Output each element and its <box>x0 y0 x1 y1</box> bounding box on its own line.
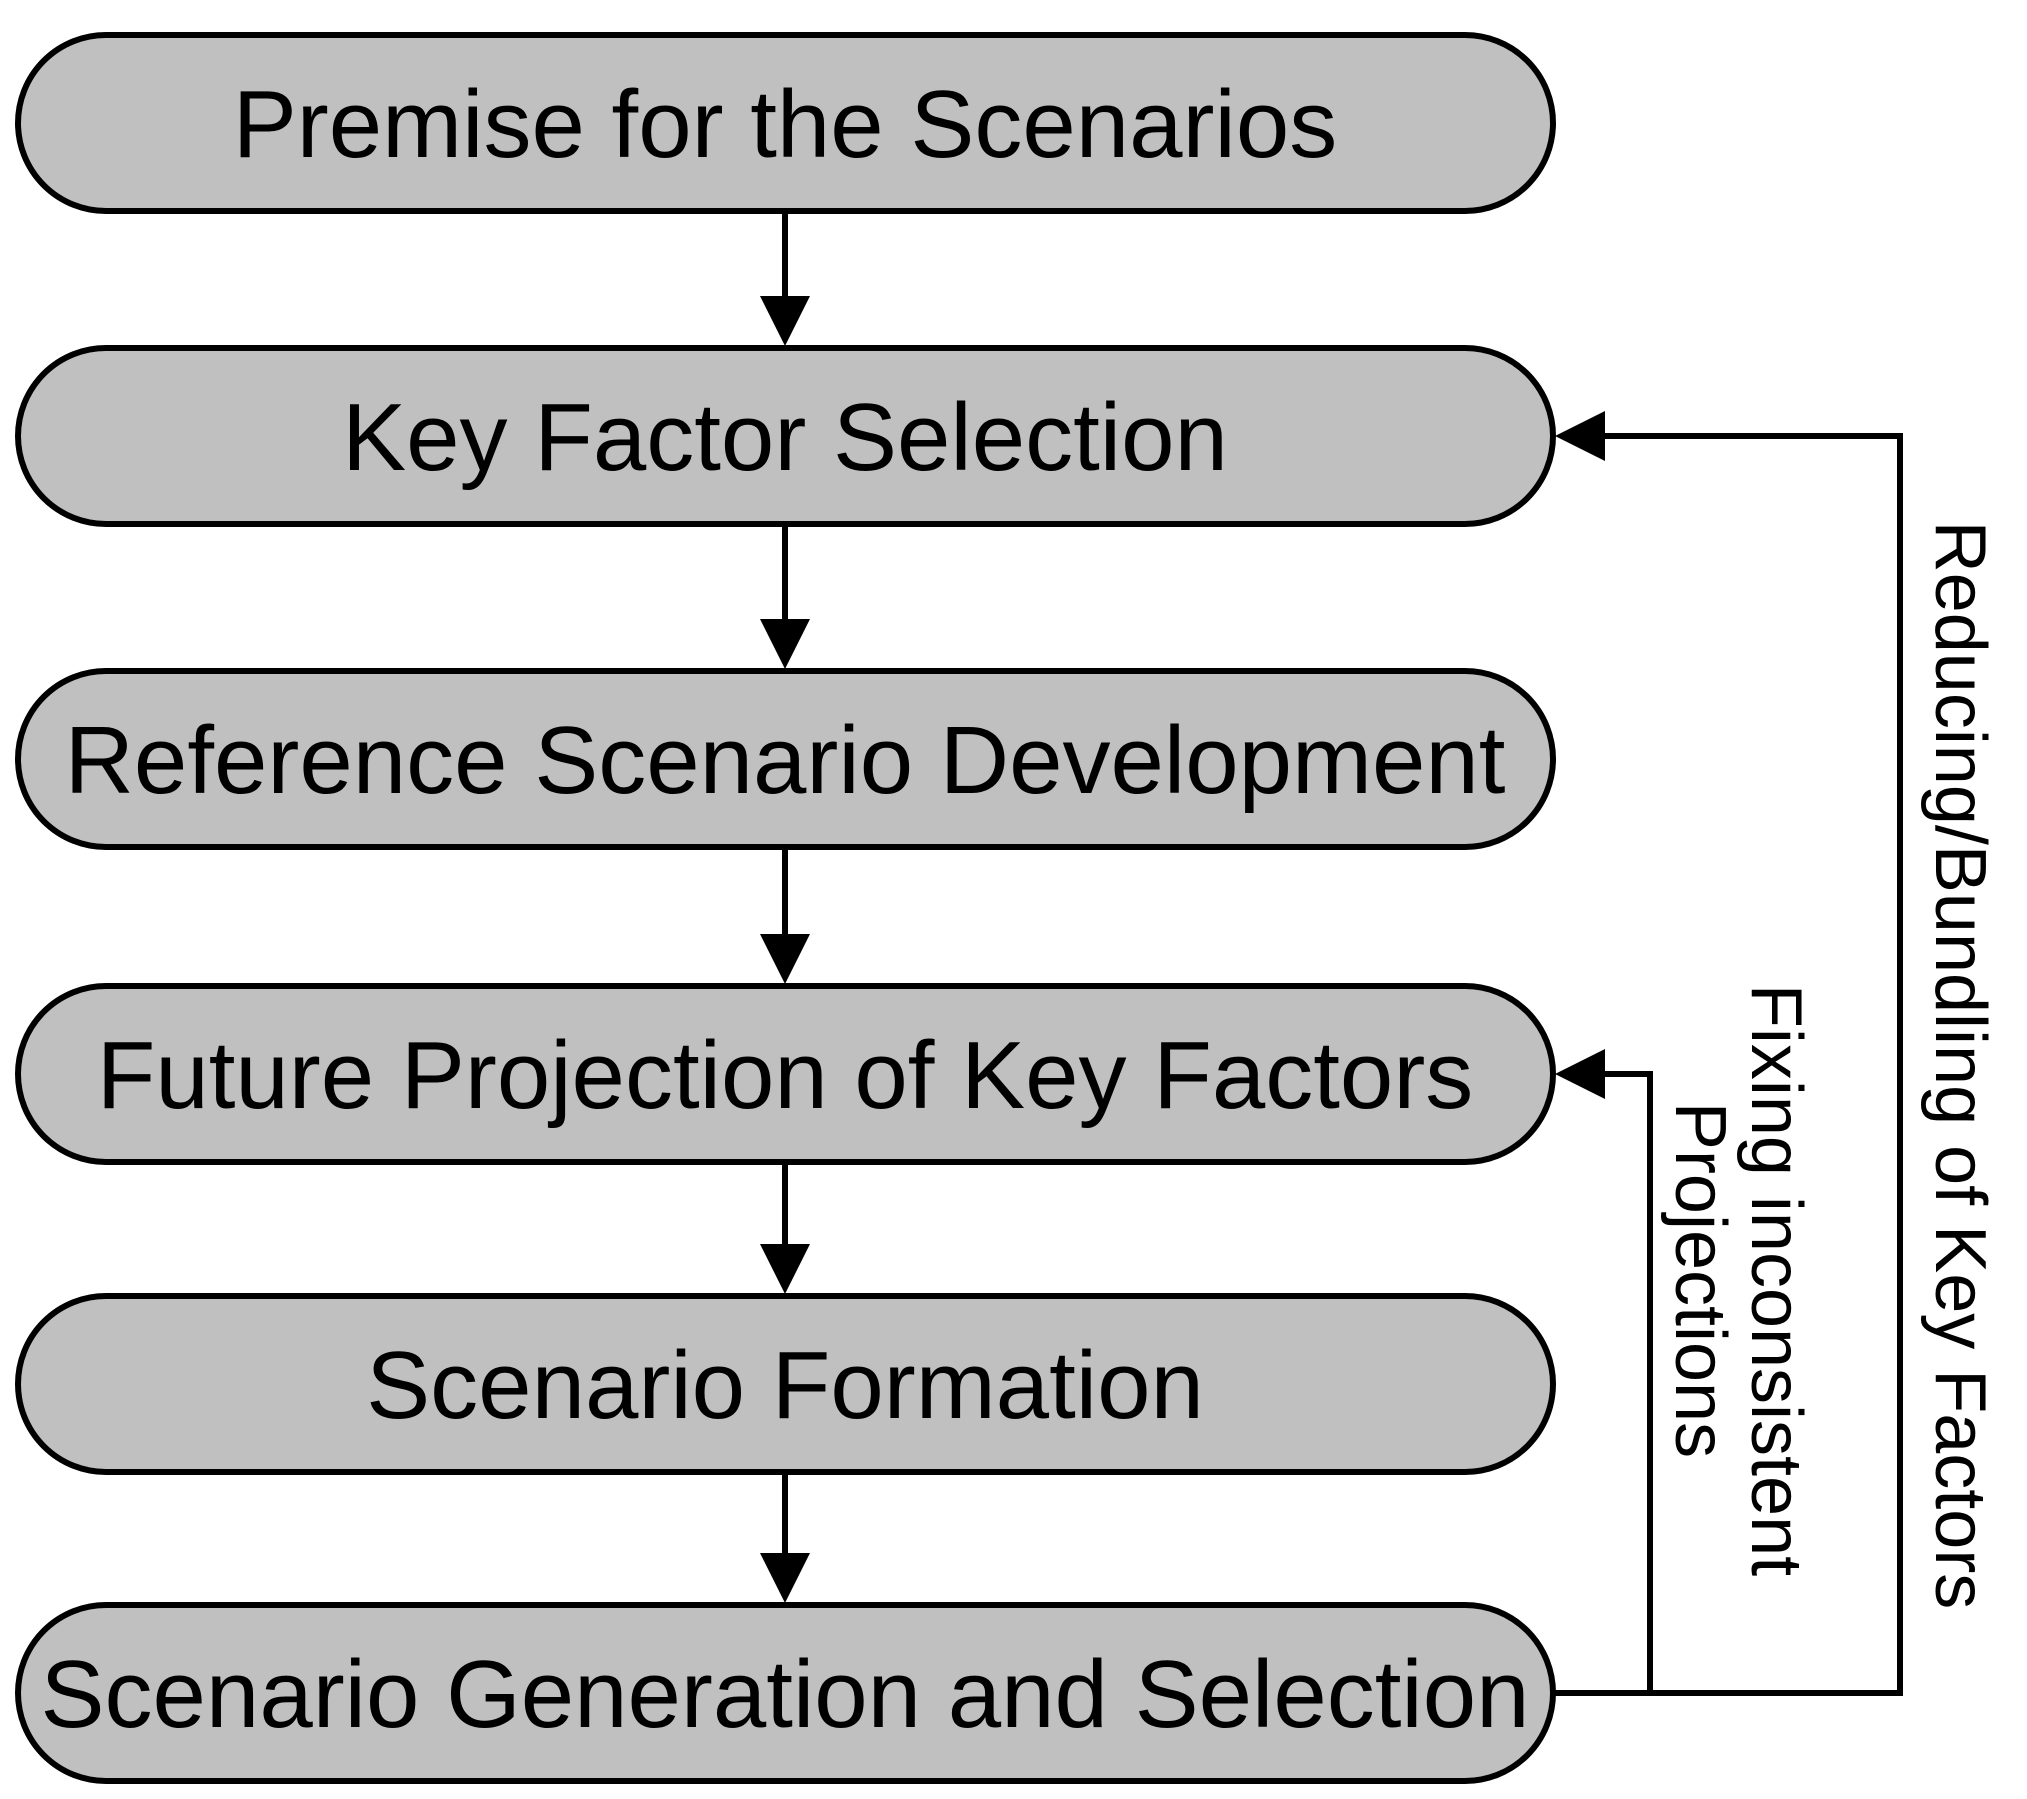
step-label: Premise for the Scenarios <box>233 71 1337 178</box>
feedback-inner-label-line1: Fixing inconsistent <box>1736 984 1816 1576</box>
connector-1 <box>760 211 810 346</box>
step-label: Scenario Formation <box>366 1332 1204 1439</box>
feedback-outer-loop <box>1555 411 1903 1696</box>
arrowhead-down-icon <box>760 1553 810 1603</box>
step-scenario-generation: Scenario Generation and Selection <box>15 1602 1556 1784</box>
step-label: Key Factor Selection <box>342 384 1228 491</box>
step-reference-scenario: Reference Scenario Development <box>15 668 1556 850</box>
arrowhead-left-icon <box>1555 1049 1605 1099</box>
arrowhead-down-icon <box>760 1244 810 1294</box>
arrowhead-left-icon <box>1555 411 1605 461</box>
step-future-projection: Future Projection of Key Factors <box>15 983 1556 1165</box>
connector-4 <box>760 1162 810 1294</box>
arrowhead-down-icon <box>760 934 810 984</box>
feedback-line <box>1600 433 1903 1696</box>
arrowhead-down-icon <box>760 296 810 346</box>
step-premise: Premise for the Scenarios <box>15 32 1556 214</box>
feedback-line <box>1553 1071 1653 1696</box>
step-scenario-formation: Scenario Formation <box>15 1293 1556 1475</box>
arrowhead-down-icon <box>760 619 810 669</box>
feedback-outer-label: Reducing/Bundling of Key Factors <box>1920 521 2000 1610</box>
step-label: Future Projection of Key Factors <box>97 1022 1474 1129</box>
step-label: Scenario Generation and Selection <box>41 1641 1530 1748</box>
feedback-inner-label-line2: Projections <box>1660 1102 1740 1458</box>
step-label: Reference Scenario Development <box>65 707 1506 814</box>
connector-5 <box>760 1472 810 1603</box>
feedback-inner-loop <box>1553 1049 1653 1696</box>
connector-3 <box>760 847 810 984</box>
step-key-factor-selection: Key Factor Selection <box>15 345 1556 527</box>
connector-2 <box>760 524 810 669</box>
